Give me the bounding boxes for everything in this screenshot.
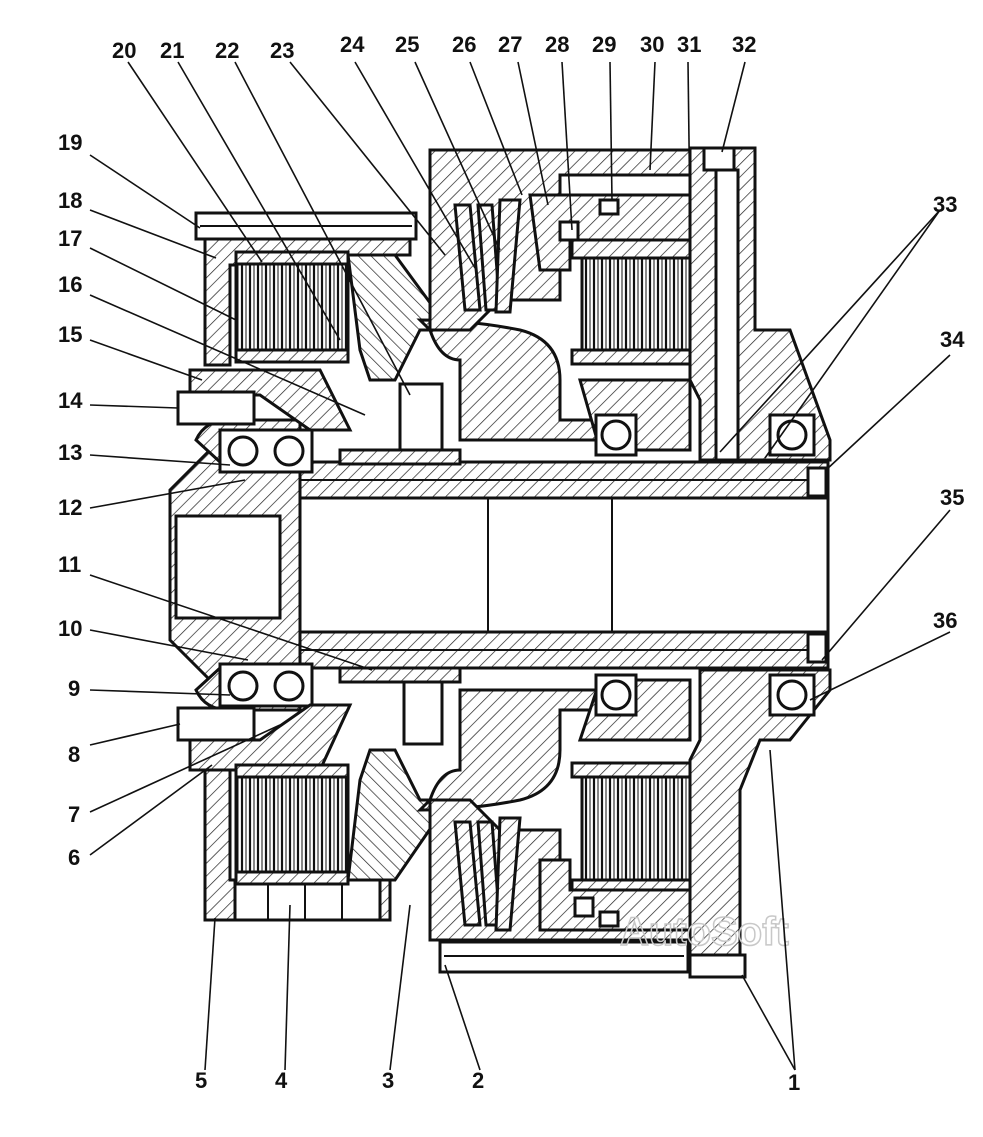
- callout-9: 9: [68, 676, 80, 701]
- callout-16: 16: [58, 272, 82, 297]
- callout-34: 34: [940, 327, 965, 352]
- callout-2: 2: [472, 1068, 484, 1093]
- callout-26: 26: [452, 32, 476, 57]
- watermark-text: AutoSoft: [620, 910, 789, 954]
- callout-12: 12: [58, 495, 82, 520]
- callout-30: 30: [640, 32, 664, 57]
- left-clutch-pack: [234, 250, 350, 886]
- callout-5: 5: [195, 1068, 207, 1093]
- callout-32: 32: [732, 32, 756, 57]
- right-bearings: [594, 413, 816, 717]
- callout-11: 11: [58, 552, 81, 577]
- callout-21: 21: [160, 38, 184, 63]
- callout-8: 8: [68, 742, 80, 767]
- callout-29: 29: [592, 32, 616, 57]
- callout-25: 25: [395, 32, 419, 57]
- callout-31: 31: [677, 32, 701, 57]
- callout-13: 13: [58, 440, 82, 465]
- callout-24: 24: [340, 32, 365, 57]
- callout-23: 23: [270, 38, 294, 63]
- callout-7: 7: [68, 802, 80, 827]
- callout-15: 15: [58, 322, 82, 347]
- callout-4: 4: [275, 1068, 288, 1093]
- callout-27: 27: [498, 32, 522, 57]
- right-piston: [528, 193, 692, 932]
- right-clutch-pack: [570, 238, 694, 904]
- belleville-springs: [453, 198, 522, 932]
- callout-10: 10: [58, 616, 82, 641]
- main-shaft: [298, 460, 830, 670]
- callout-14: 14: [58, 388, 83, 413]
- left-bearings: [218, 428, 314, 708]
- callout-1: 1: [788, 1070, 800, 1095]
- left-piston-drum: [338, 253, 462, 882]
- callout-20: 20: [112, 38, 136, 63]
- callout-3: 3: [382, 1068, 394, 1093]
- callout-22: 22: [215, 38, 239, 63]
- callout-35: 35: [940, 485, 964, 510]
- callout-19: 19: [58, 130, 82, 155]
- callout-6: 6: [68, 845, 80, 870]
- callout-28: 28: [545, 32, 569, 57]
- callout-36: 36: [933, 608, 957, 633]
- leader-lines: [89, 61, 951, 1071]
- callout-numbers: 20 21 22 23 24 25 26 27 28 29 30 31 32 3…: [58, 32, 965, 1095]
- right-housing: [438, 146, 832, 979]
- callout-33: 33: [933, 192, 957, 217]
- callout-17: 17: [58, 226, 82, 251]
- callout-18: 18: [58, 188, 82, 213]
